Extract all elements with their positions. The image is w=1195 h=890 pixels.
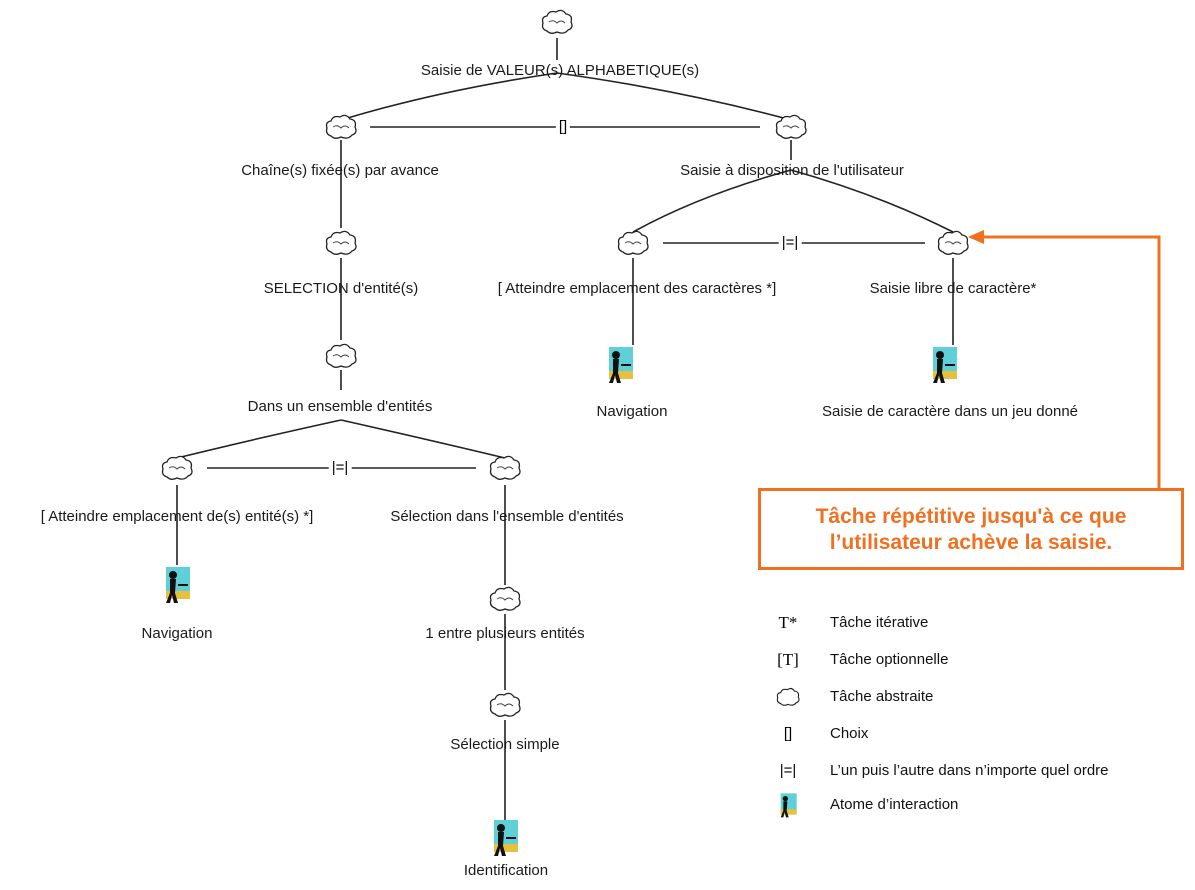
choice-operator: [] [555,119,571,135]
cloud-icon [489,586,521,611]
node-label-identification: Identification [463,862,549,879]
interaction-atom-icon [166,567,190,603]
cloud-icon [617,230,649,255]
legend-label: Tâche optionnelle [830,651,949,668]
node-label-chaines: Chaîne(s) fixée(s) par avance [241,162,439,179]
choice-symbol: [] [783,725,793,742]
legend-row: |=| L’un puis l’autre dans n’importe que… [760,758,1180,784]
cloud-icon [489,692,521,717]
edge-saisie-nav [632,169,792,233]
edge-root-left [340,72,558,121]
optional-symbol: [T] [777,650,799,669]
annotation-line-2: l’utilisateur achève la saisie. [829,531,1113,554]
cloud-icon [541,9,573,34]
cloud-icon [325,230,357,255]
node-label-selection: SELECTION d'entité(s) [263,280,419,297]
node-label-root: Saisie de VALEUR(s) ALPHABETIQUE(s) [420,62,700,79]
interaction-atom-icon [933,347,957,383]
cloud-icon [489,455,521,480]
legend-row: [T] Tâche optionnelle [760,647,1180,673]
node-label-atteindre-caracteres: [ Atteindre emplacement des caractères *… [497,280,777,297]
interaction-atom-icon [494,820,518,856]
node-label-selection-ensemble: Sélection dans l'ensemble d'entités [390,508,624,525]
legend-row: Tâche abstraite [760,684,1180,710]
node-label-dans-ensemble: Dans un ensemble d'entités [247,398,433,415]
legend-label: Tâche itérative [830,614,929,631]
cloud-icon [775,114,807,139]
node-label-navigation-left: Navigation [141,625,213,642]
legend-row: [] Choix [760,721,1180,747]
legend-label: Atome d’interaction [830,796,959,813]
cloud-icon [325,114,357,139]
any-order-symbol: |=| [779,762,797,779]
node-label-un-entre: 1 entre plusieurs entités [425,625,585,642]
cloud-icon [161,455,193,480]
interaction-atom-icon [760,792,816,828]
any-order-operator: |=| [778,235,802,251]
node-label-saisie-libre: Saisie libre de caractère* [869,280,1037,297]
edge-saisie-libre [790,169,954,233]
node-label-atteindre-entites: [ Atteindre emplacement de(s) entité(s) … [40,508,314,525]
edge-root-right [556,72,792,121]
legend-row: Atome d’interaction [760,792,1180,818]
node-label-saisie-jeu: Saisie de caractère dans un jeu donné [821,403,1079,420]
cloud-icon [937,230,969,255]
annotation-box: Tâche répétitive jusqu'à ce que l’utilis… [758,488,1184,570]
iterative-symbol: T* [778,613,798,632]
node-label-saisie-dispo: Saisie à disposition de l'utilisateur [680,162,904,179]
node-label-navigation-right: Navigation [596,403,668,420]
legend-row: T* Tâche itérative [760,610,1180,636]
legend-label: L’un puis l’autre dans n’importe quel or… [830,762,1109,779]
node-label-selection-simple: Sélection simple [450,736,560,753]
legend-label: Choix [830,725,869,742]
cloud-icon [325,343,357,368]
cloud-icon [760,684,816,716]
annotation-line-1: Tâche répétitive jusqu'à ce que [815,505,1127,528]
legend-label: Tâche abstraite [830,688,934,705]
interaction-atom-icon [609,347,633,383]
any-order-operator: |=| [328,460,352,476]
